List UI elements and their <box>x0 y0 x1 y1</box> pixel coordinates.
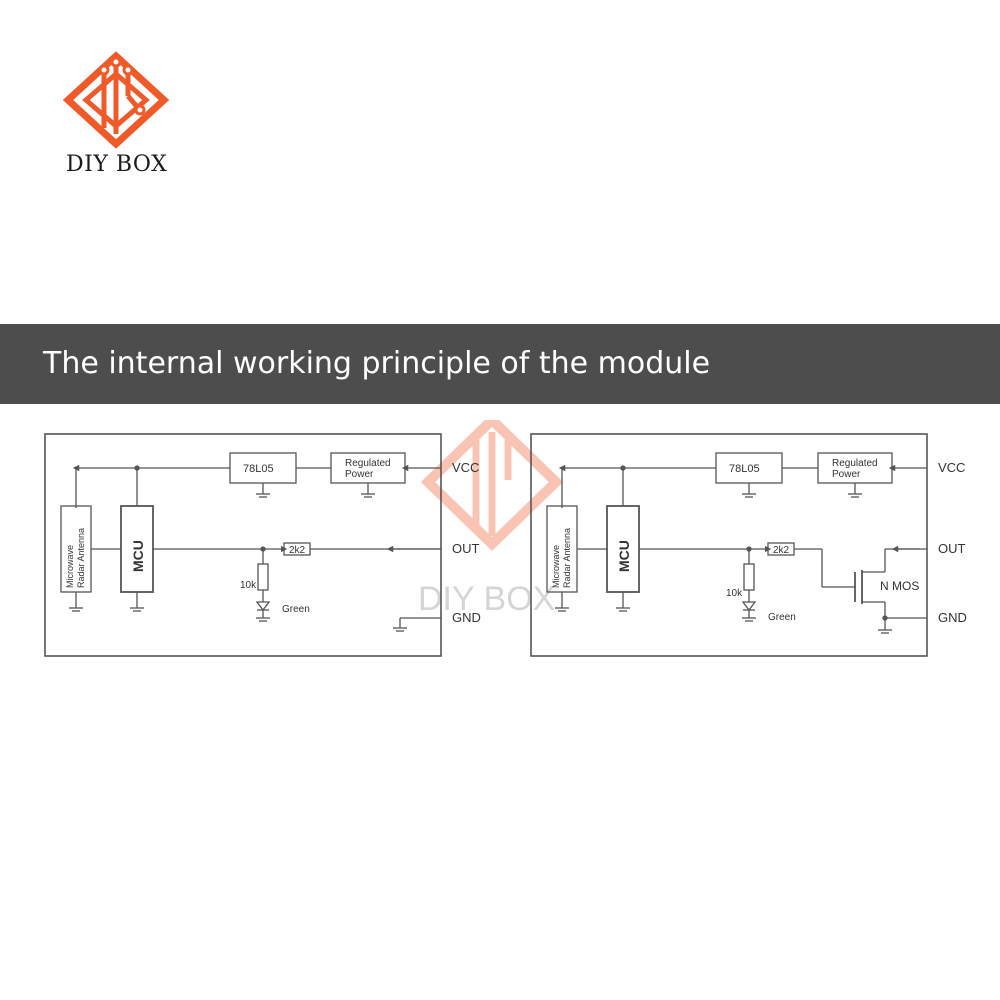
left-vcc-label: VCC <box>452 460 479 475</box>
right-gnd-label: GND <box>938 610 967 625</box>
right-regulator-label: 78L05 <box>729 463 760 475</box>
right-regulated-label-1: Regulated <box>832 458 878 469</box>
right-nmos-label: N MOS <box>880 579 919 593</box>
right-circuit <box>530 433 928 657</box>
led-icon <box>255 601 271 612</box>
right-led-label: Green <box>768 612 796 623</box>
brand-logo <box>60 50 180 190</box>
left-led-resistor-label: 10k <box>240 580 257 591</box>
right-mcu-label: MCU <box>616 540 632 572</box>
left-led-label: Green <box>282 604 310 615</box>
brand-name: DIY BOX <box>66 152 168 177</box>
left-mcu-label: MCU <box>130 540 146 572</box>
right-out-label: OUT <box>938 541 966 556</box>
left-antenna-label-2: Radar Antenna <box>76 528 86 588</box>
right-regulated-label-2: Power <box>832 469 861 480</box>
left-gnd-label: GND <box>452 610 481 625</box>
led-resistor <box>257 563 269 591</box>
left-circuit-labels: 78L05 Regulated Power VCC OUT GND 2k2 10… <box>65 458 481 625</box>
left-regulated-label-2: Power <box>345 469 374 480</box>
right-vcc-label: VCC <box>938 460 965 475</box>
watermark-logo-icon <box>420 413 564 551</box>
diy-box-logo-icon <box>62 51 170 149</box>
led-resistor <box>743 563 755 591</box>
left-out-label: OUT <box>452 541 480 556</box>
right-antenna-label-2: Radar Antenna <box>562 528 572 588</box>
right-antenna-label-1: Microwave <box>551 545 561 588</box>
left-circuit <box>44 433 442 657</box>
left-antenna-label-1: Microwave <box>65 545 75 588</box>
banner-title: The internal working principle of the mo… <box>43 346 711 381</box>
left-series-resistor-label: 2k2 <box>289 545 306 556</box>
watermark: DIY BOX <box>418 413 564 618</box>
series-resistor <box>283 542 311 556</box>
circuit-diagrams-svg: DIY BOX <box>44 413 967 657</box>
circuit-diagrams: DIY BOX <box>0 413 1000 680</box>
watermark-brand-text: DIY BOX <box>418 580 555 618</box>
right-circuit-labels: 78L05 Regulated Power VCC OUT GND 2k2 10… <box>551 458 967 625</box>
left-regulator-label: 78L05 <box>243 463 274 475</box>
led-icon <box>741 601 757 612</box>
section-banner: The internal working principle of the mo… <box>0 324 1000 404</box>
left-regulated-label-1: Regulated <box>345 458 391 469</box>
right-series-resistor-label: 2k2 <box>773 545 790 556</box>
right-led-resistor-label: 10k <box>726 588 743 599</box>
